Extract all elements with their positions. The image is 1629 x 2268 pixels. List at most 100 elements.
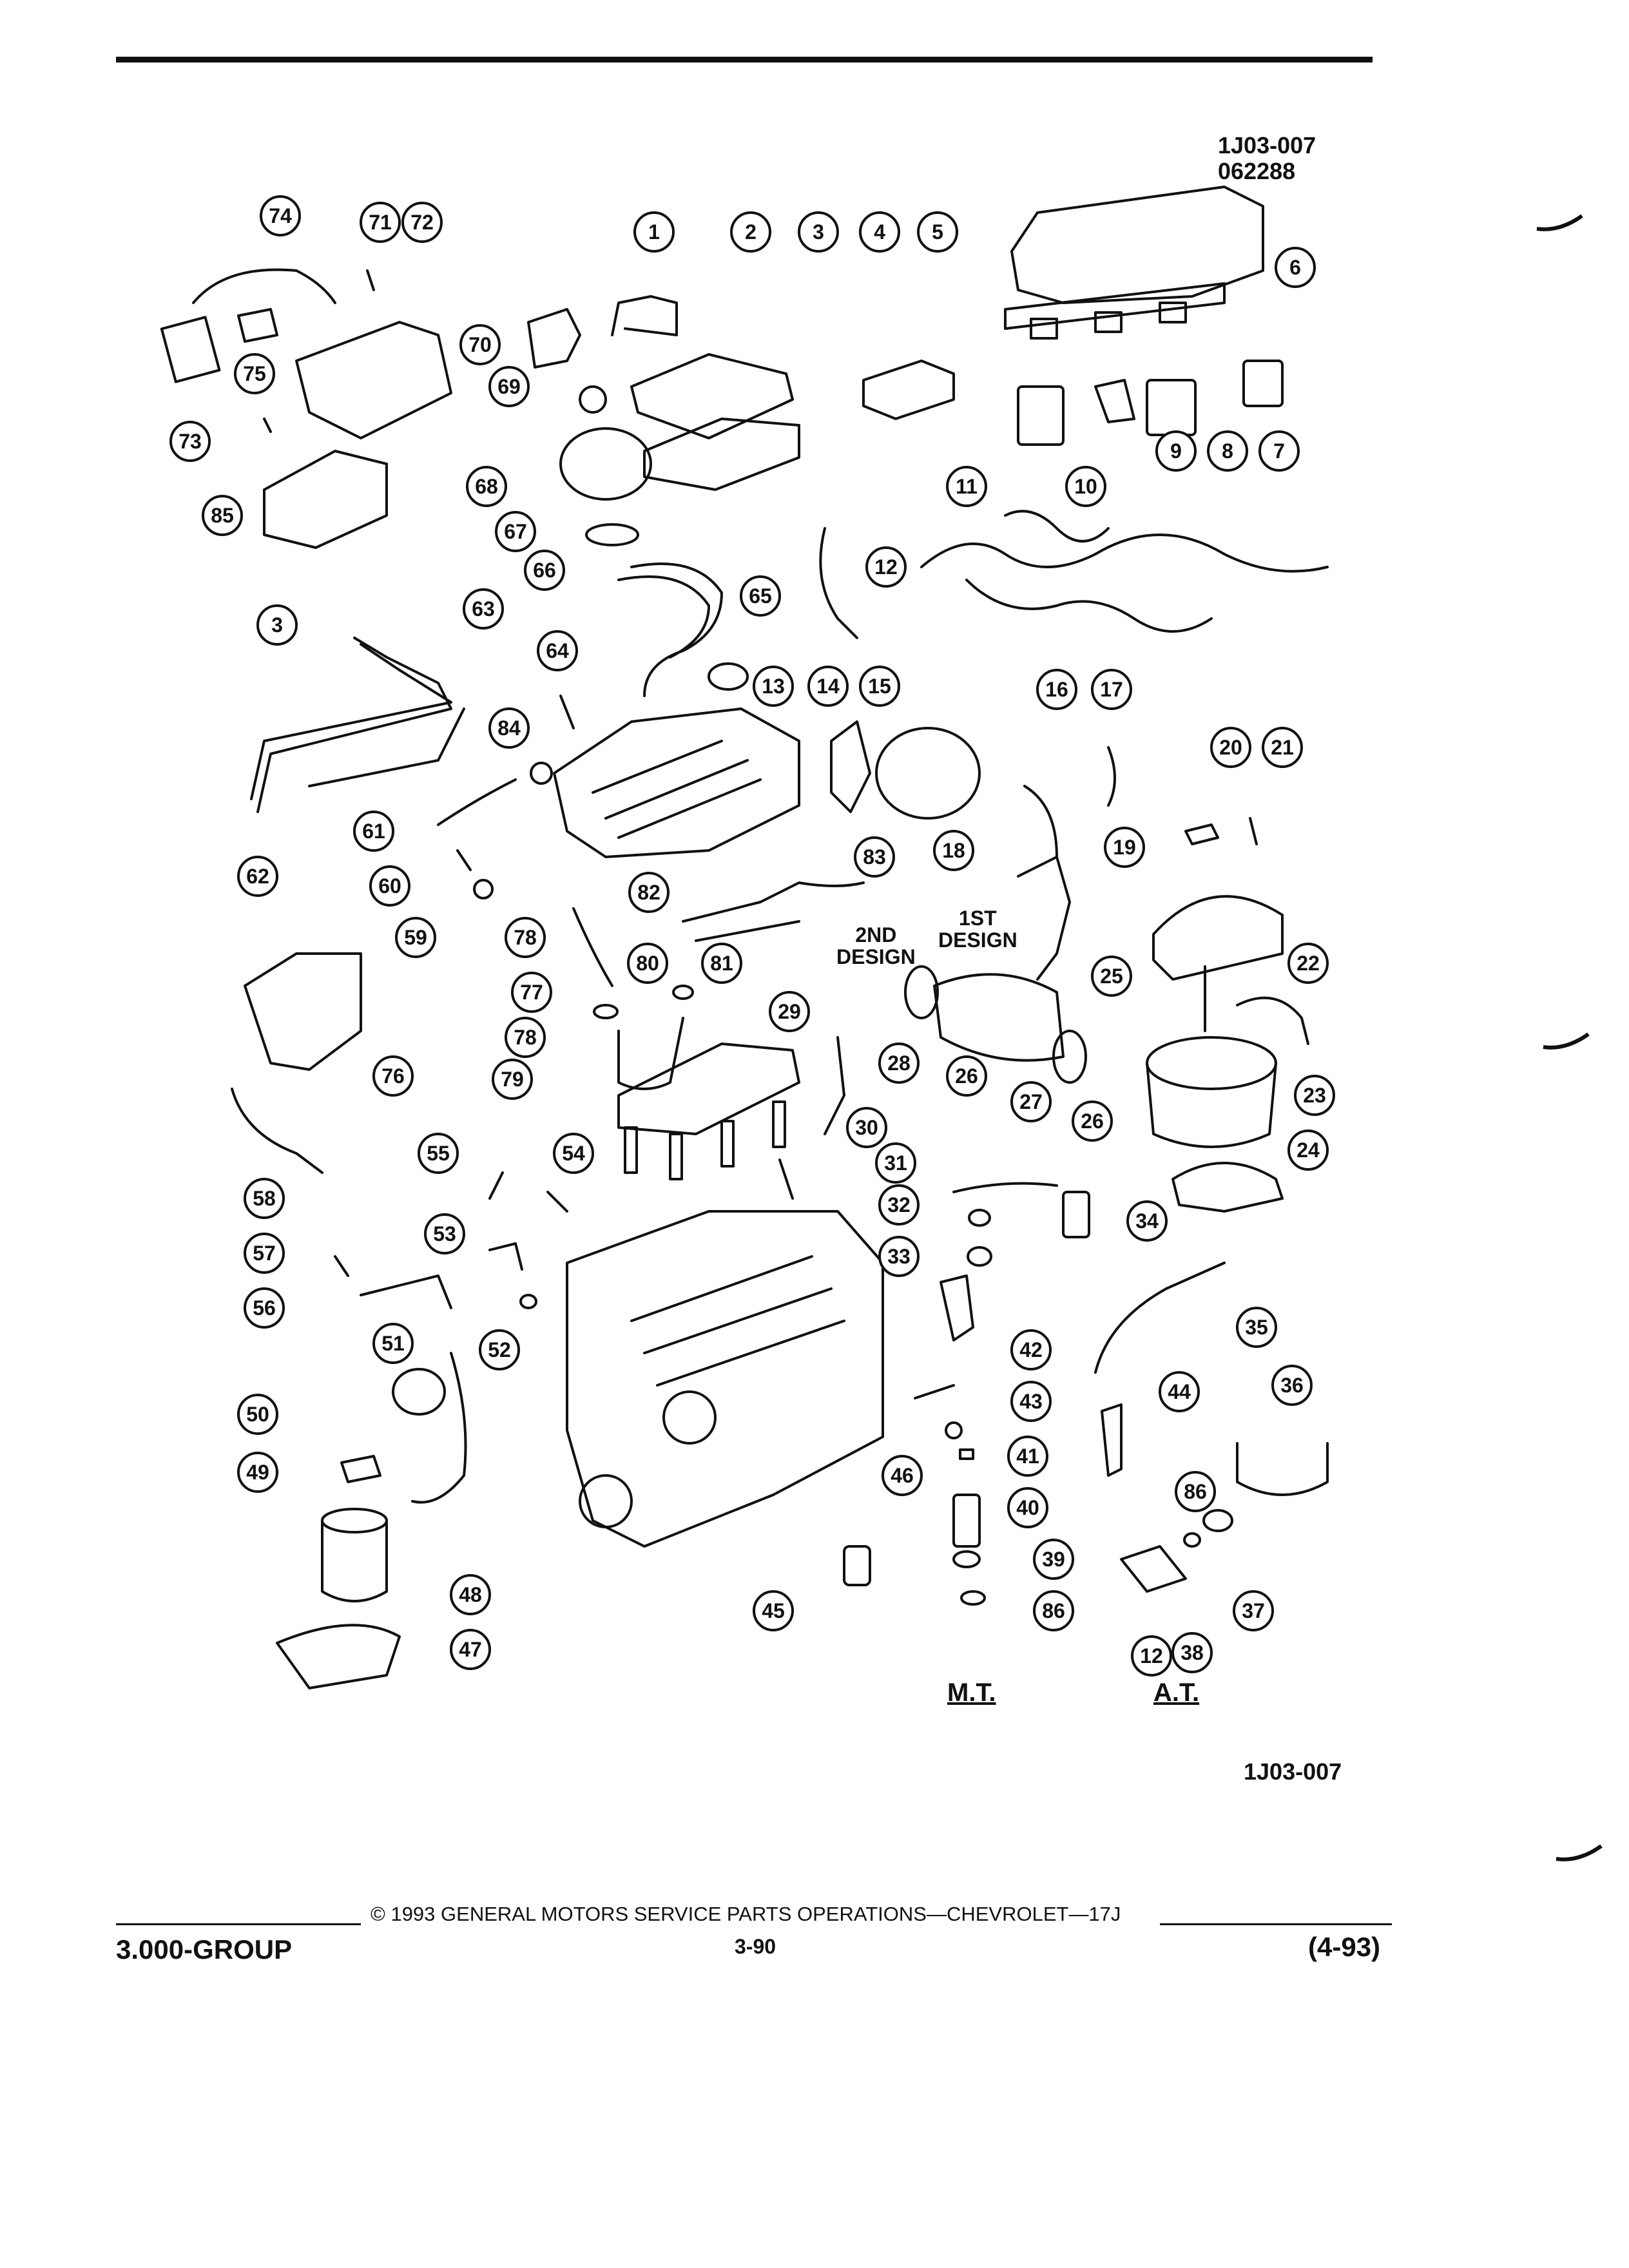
callout-number: 70 bbox=[468, 333, 492, 356]
part-relay-10 bbox=[1017, 385, 1065, 446]
part-relay-7 bbox=[1242, 360, 1284, 407]
callout-number: 61 bbox=[362, 820, 385, 843]
callout-number: 63 bbox=[472, 597, 495, 620]
callout-number: 65 bbox=[749, 584, 772, 608]
part-throttle-body-15 bbox=[875, 727, 981, 820]
drawing-date-code: 062288 bbox=[1218, 158, 1296, 184]
callout-number: 36 bbox=[1280, 1374, 1304, 1397]
part-sensor-58 bbox=[231, 1088, 323, 1174]
callout-72: 72 bbox=[401, 202, 443, 243]
callout-number: 40 bbox=[1016, 1496, 1039, 1519]
design-2nd-label: 2ND DESIGN bbox=[836, 924, 916, 968]
part-gear-86a bbox=[960, 1590, 986, 1606]
binder-hole-mark-top bbox=[1536, 214, 1583, 231]
callout-number: 8 bbox=[1222, 439, 1233, 463]
part-lines-63 bbox=[256, 637, 452, 813]
part-tray-76 bbox=[244, 952, 362, 1071]
footer-group: 3.000-GROUP bbox=[116, 1934, 293, 1965]
part-clamp-80 bbox=[672, 985, 694, 1000]
part-bolt-85 bbox=[263, 418, 272, 433]
callout-number: 19 bbox=[1113, 836, 1136, 859]
callout-81: 81 bbox=[701, 943, 742, 984]
callout-62: 62 bbox=[237, 856, 278, 897]
part-bracket-23 bbox=[1236, 996, 1309, 1045]
part-washer-41 bbox=[959, 1448, 974, 1460]
callout-37: 37 bbox=[1233, 1590, 1274, 1631]
callout-number: 72 bbox=[410, 211, 434, 234]
part-hose-61 bbox=[437, 778, 517, 826]
manual-transmission-label: M.T. bbox=[947, 1678, 996, 1707]
callout-22: 22 bbox=[1287, 943, 1329, 984]
callout-56: 56 bbox=[244, 1287, 285, 1329]
part-tray-47 bbox=[276, 1624, 401, 1689]
callout-66: 66 bbox=[524, 550, 565, 591]
part-cover-5 bbox=[1010, 186, 1264, 304]
callout-55: 55 bbox=[418, 1133, 459, 1174]
part-handle-1 bbox=[611, 295, 678, 336]
callout-24: 24 bbox=[1287, 1129, 1329, 1171]
part-duct-27 bbox=[933, 973, 1065, 1062]
callout-number: 59 bbox=[404, 926, 427, 949]
part-gasket-14 bbox=[830, 720, 871, 813]
design-1st-label: 1ST DESIGN bbox=[938, 907, 1017, 951]
callout-number: 25 bbox=[1100, 965, 1123, 988]
part-engine-assembly bbox=[566, 1210, 884, 1548]
callout-33: 33 bbox=[878, 1236, 920, 1277]
part-grommet-32 bbox=[968, 1209, 991, 1227]
callout-18: 18 bbox=[933, 830, 974, 871]
part-fitting-69 bbox=[579, 385, 607, 414]
part-ecm-3 bbox=[643, 418, 800, 491]
callout-number: 55 bbox=[427, 1142, 450, 1165]
callout-67: 67 bbox=[495, 511, 536, 552]
callout-number: 77 bbox=[520, 981, 543, 1004]
callout-number: 78 bbox=[514, 926, 537, 949]
callout-52: 52 bbox=[479, 1329, 520, 1370]
part-fitting-84 bbox=[530, 762, 553, 785]
callout-number: 47 bbox=[459, 1638, 482, 1661]
part-clamp-26b bbox=[1052, 1030, 1087, 1084]
callout-43: 43 bbox=[1010, 1381, 1052, 1422]
callout-number: 6 bbox=[1289, 256, 1301, 279]
callout-number: 57 bbox=[253, 1242, 276, 1265]
callout-6: 6 bbox=[1275, 247, 1316, 288]
callout-79: 79 bbox=[492, 1059, 533, 1100]
part-sensor-57 bbox=[334, 1255, 349, 1277]
part-gear-39 bbox=[952, 1550, 981, 1568]
part-fitting-46 bbox=[945, 1421, 963, 1439]
callout-36: 36 bbox=[1271, 1365, 1313, 1406]
callout-46: 46 bbox=[882, 1455, 923, 1496]
footer-rule-left bbox=[116, 1923, 361, 1925]
callout-15: 15 bbox=[859, 666, 900, 707]
footer-rule-right bbox=[1160, 1923, 1392, 1925]
part-hose-55 bbox=[488, 1171, 504, 1200]
callout-number: 1 bbox=[648, 220, 660, 244]
callout-17: 17 bbox=[1091, 669, 1132, 710]
callout-number: 76 bbox=[381, 1064, 405, 1088]
callout-number: 71 bbox=[369, 211, 392, 234]
callout-41: 41 bbox=[1007, 1436, 1048, 1477]
callout-number: 60 bbox=[378, 874, 401, 898]
part-ring-52 bbox=[519, 1294, 537, 1309]
callout-1: 1 bbox=[633, 211, 675, 253]
callout-57: 57 bbox=[244, 1233, 285, 1274]
part-connector-28 bbox=[824, 1036, 845, 1135]
part-stud-21 bbox=[1249, 817, 1258, 845]
callout-number: 27 bbox=[1019, 1090, 1043, 1113]
callout-number: 3 bbox=[813, 220, 824, 244]
callout-8: 8 bbox=[1207, 430, 1248, 472]
callout-73: 73 bbox=[169, 421, 211, 462]
callout-48: 48 bbox=[450, 1574, 491, 1615]
design-1st-line2: DESIGN bbox=[938, 928, 1017, 952]
callout-number: 23 bbox=[1303, 1084, 1326, 1107]
part-hose-83 bbox=[682, 881, 865, 923]
part-lid-25 bbox=[1152, 895, 1284, 981]
callout-number: 53 bbox=[433, 1222, 456, 1245]
callout-number: 62 bbox=[246, 865, 269, 888]
part-switch-45 bbox=[843, 1545, 871, 1586]
callout-4: 4 bbox=[859, 211, 900, 253]
part-clamp-78 bbox=[593, 1004, 619, 1019]
part-module-73 bbox=[160, 316, 221, 383]
part-switch-34 bbox=[1062, 1191, 1090, 1238]
callout-number: 32 bbox=[887, 1193, 911, 1216]
part-tube-79 bbox=[617, 1017, 684, 1090]
